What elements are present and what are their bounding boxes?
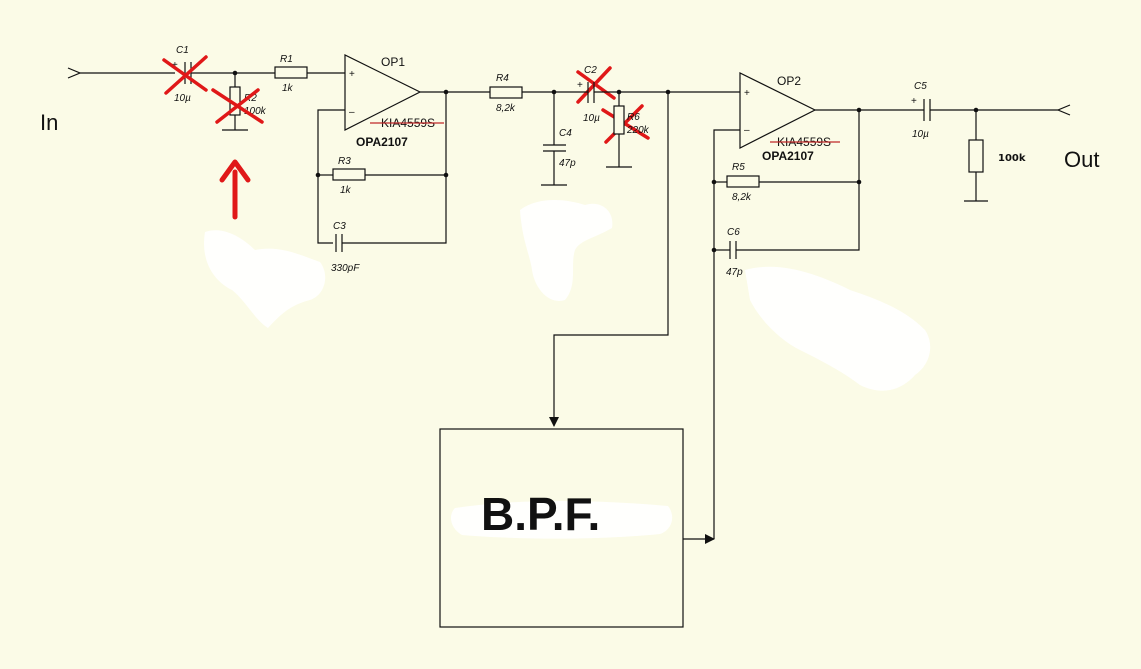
output-label: Out — [1064, 147, 1099, 172]
r5-name: R5 — [732, 162, 745, 173]
c2-name: C2 — [584, 65, 597, 76]
op1-new-part: OPA2107 — [356, 135, 408, 149]
svg-text:+: + — [744, 88, 750, 99]
c6-name: C6 — [727, 227, 740, 238]
rout-value: 100k — [998, 153, 1026, 164]
svg-text:+: + — [349, 69, 355, 80]
c3-value: 330pF — [331, 263, 360, 274]
bpf-block: B.P.F. — [439, 428, 684, 628]
c5-name: C5 — [914, 81, 927, 92]
capacitor-c6: C6 47p — [726, 227, 743, 278]
capacitor-c3: C3 330pF — [331, 221, 360, 274]
resistor-r1: R1 1k — [274, 54, 308, 94]
r4-name: R4 — [496, 73, 509, 84]
resistor-r5: R5 8,2k — [726, 162, 760, 203]
c1-name: C1 — [176, 45, 189, 56]
input-terminal — [67, 67, 175, 79]
r3-value: 1k — [340, 185, 352, 196]
c5-value: 10µ — [912, 129, 929, 140]
r5-value: 8,2k — [732, 192, 752, 203]
svg-text:+: + — [577, 80, 583, 91]
r1-name: R1 — [280, 54, 293, 65]
c4-name: C4 — [559, 128, 572, 139]
r1-value: 1k — [282, 83, 294, 94]
op1-label: OP1 — [381, 55, 405, 69]
capacitor-c4: C4 47p — [541, 92, 576, 186]
op2-label: OP2 — [777, 74, 801, 88]
resistor-r3: R3 1k — [332, 156, 366, 196]
r2-name: R2 — [244, 93, 257, 104]
opamp-op1: + – OP1 KIA4559S OPA2107 — [344, 54, 444, 149]
svg-text:–: – — [744, 125, 750, 136]
c4-value: 47p — [559, 158, 576, 169]
output-terminal — [1056, 104, 1071, 116]
c3-name: C3 — [333, 221, 346, 232]
svg-text:–: – — [349, 107, 355, 118]
resistor-r4: R4 8,2k — [489, 73, 523, 114]
red-arrow-up-icon — [219, 159, 251, 220]
r2-value: 100k — [244, 106, 267, 117]
opamp-op2: + – OP2 KIA4559S OPA2107 — [739, 72, 840, 163]
bpf-label: B.P.F. — [481, 488, 600, 540]
r6-name: R6 — [627, 112, 640, 123]
svg-text:+: + — [911, 96, 917, 107]
op2-new-part: OPA2107 — [762, 149, 814, 163]
resistor-r6: R6 220k — [606, 92, 650, 168]
c2-value: 10µ — [583, 113, 600, 124]
c1-value: 10µ — [174, 93, 191, 104]
erased-smudges — [204, 200, 931, 539]
r3-name: R3 — [338, 156, 351, 167]
svg-text:+: + — [172, 60, 178, 71]
resistor-output-load: 100k — [964, 110, 1026, 202]
input-label: In — [40, 110, 58, 135]
c6-value: 47p — [726, 267, 743, 278]
r6-value: 220k — [626, 125, 650, 136]
r4-value: 8,2k — [496, 103, 516, 114]
